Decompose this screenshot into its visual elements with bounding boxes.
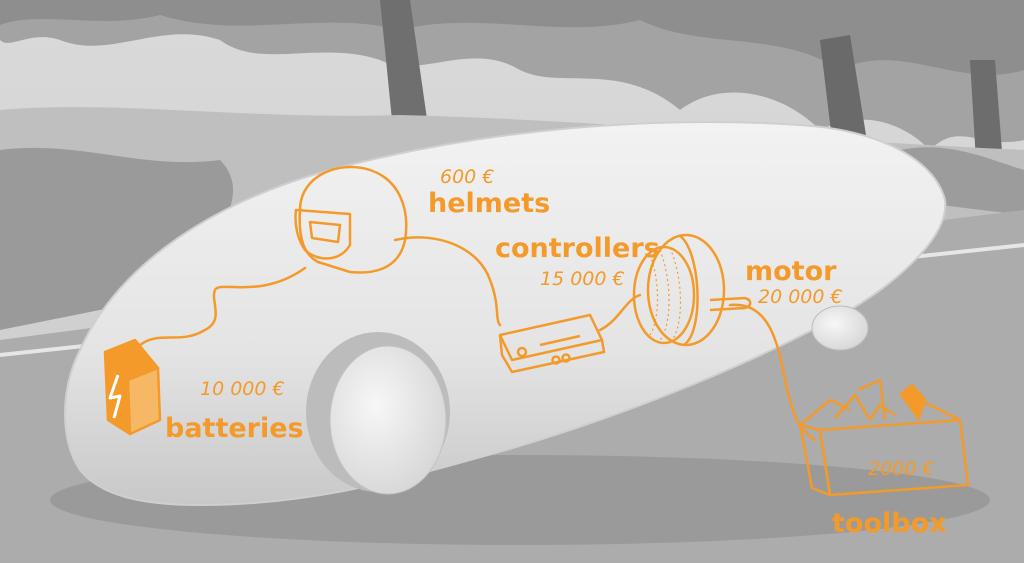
tree-trunk bbox=[380, 0, 430, 150]
motor-price: 20 000 € bbox=[758, 286, 843, 308]
batteries-price: 10 000 € bbox=[200, 378, 285, 400]
toolbox-price: 2000 € bbox=[868, 458, 935, 480]
batteries-label: batteries bbox=[165, 413, 304, 444]
motor-label: motor bbox=[745, 256, 837, 287]
rear-wheel bbox=[811, 305, 869, 351]
toolbox-label: toolbox bbox=[832, 508, 947, 539]
helmets-label: helmets bbox=[428, 188, 551, 219]
toolbox-icon bbox=[798, 378, 970, 497]
helmet-icon bbox=[294, 165, 408, 274]
motor-icon bbox=[632, 233, 752, 347]
tree-canopy-dark bbox=[0, 0, 1024, 75]
front-wheel bbox=[329, 345, 447, 495]
controller-icon bbox=[498, 313, 606, 374]
bushes bbox=[0, 147, 234, 330]
controllers-label: controllers bbox=[495, 233, 660, 264]
helmets-price: 600 € bbox=[440, 166, 495, 188]
controllers-price: 15 000 € bbox=[540, 268, 625, 290]
car-body bbox=[64, 121, 947, 507]
battery-icon bbox=[103, 338, 162, 436]
